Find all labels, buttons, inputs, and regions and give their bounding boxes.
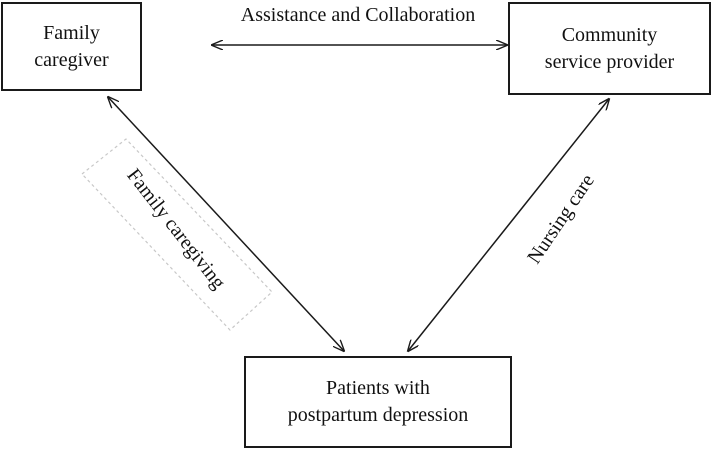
community-service-provider-node: Community service provider (508, 2, 711, 95)
community-provider-line2: service provider (544, 50, 675, 73)
edge-label-assistance: Assistance and Collaboration (240, 4, 476, 26)
family-caregiver-line2: caregiver (34, 48, 109, 71)
arrow-family-caregiving (108, 97, 344, 351)
patients-line2: postpartum depression (287, 404, 469, 426)
community-provider-line1: Community (561, 23, 658, 46)
patients-line1: Patients with (326, 377, 430, 399)
arrow-nursing-care (408, 99, 609, 351)
family-caregiver-node: Family caregiver (1, 2, 142, 91)
patients-node: Patients with postpartum depression (244, 356, 512, 448)
family-caregiver-line1: Family (43, 21, 100, 44)
